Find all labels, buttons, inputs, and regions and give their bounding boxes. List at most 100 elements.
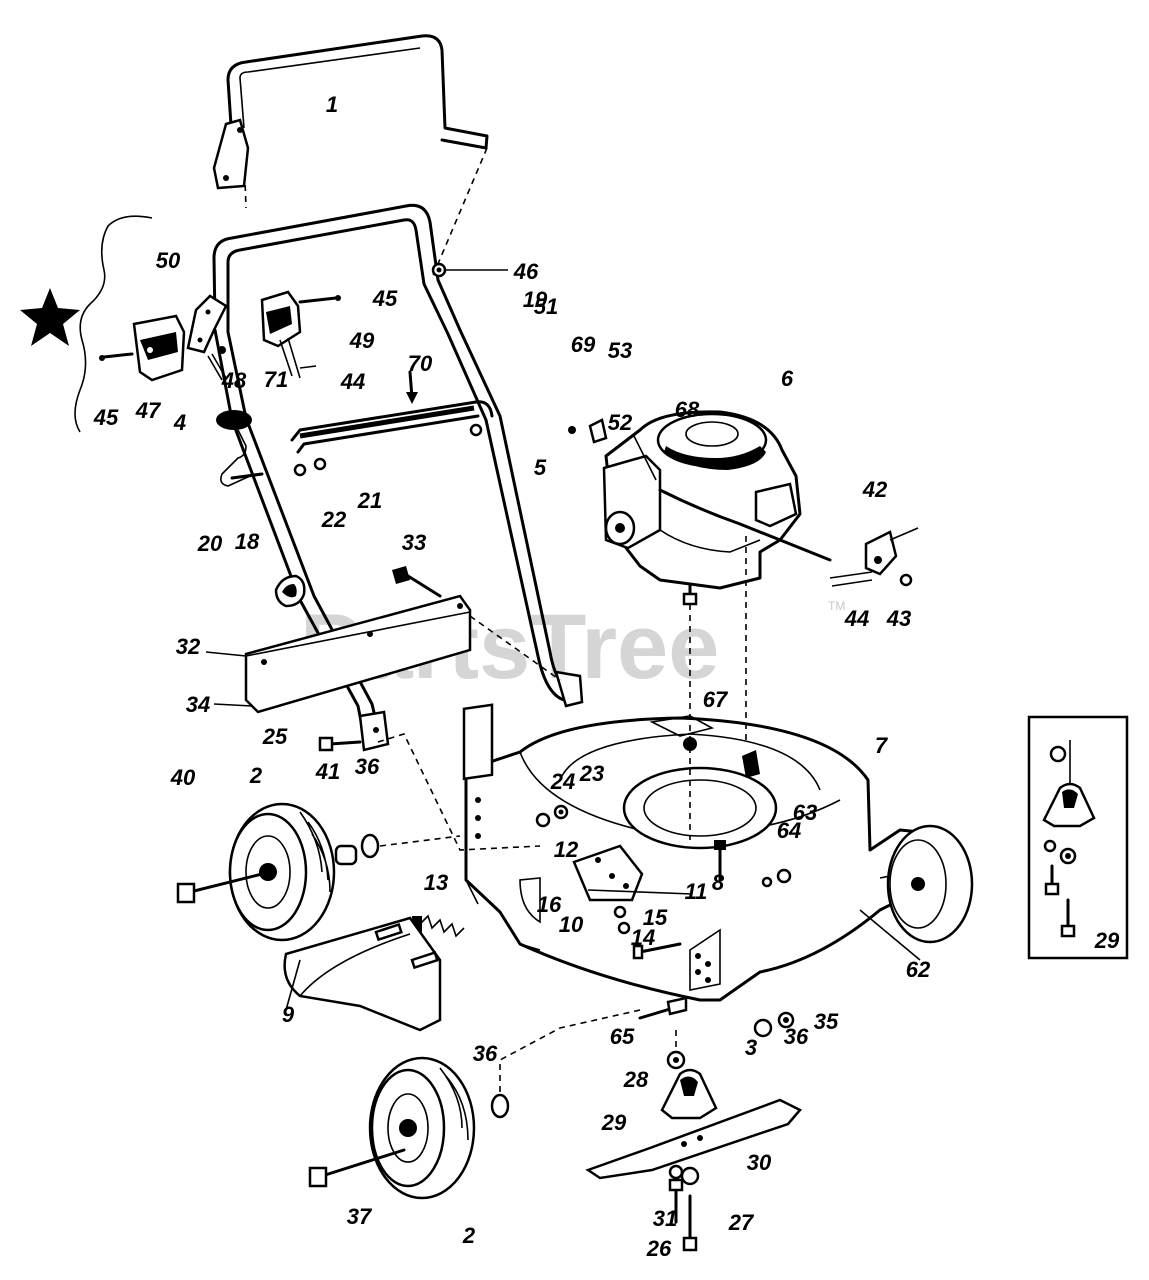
washer-part-30[interactable]	[680, 1166, 700, 1186]
part-label-36c[interactable]: 36	[473, 1041, 498, 1066]
part-label-14[interactable]: 14	[631, 925, 655, 950]
part-label-2a[interactable]: 2	[249, 763, 263, 788]
part-label-8[interactable]: 8	[712, 870, 725, 895]
part-label-20[interactable]: 20	[197, 531, 223, 556]
part-label-12[interactable]: 12	[554, 837, 579, 862]
part-label-19[interactable]: 19	[523, 287, 548, 312]
knob-part-20[interactable]	[216, 410, 264, 487]
part-label-43[interactable]: 43	[886, 606, 911, 631]
spring-part-4[interactable]	[207, 346, 227, 381]
spacer-part-41[interactable]	[334, 844, 358, 866]
part-label-11[interactable]: 11	[685, 879, 708, 904]
part-label-37[interactable]: 37	[347, 1204, 373, 1229]
part-label-48[interactable]: 48	[221, 368, 247, 393]
part-label-45b[interactable]: 45	[93, 405, 119, 430]
cable-part-44-upper[interactable]	[279, 337, 317, 379]
switch-box-part-47[interactable]	[132, 314, 186, 382]
screw-part-14[interactable]	[632, 942, 682, 960]
part-label-40[interactable]: 40	[170, 765, 196, 790]
spring-part-13[interactable]	[412, 914, 465, 938]
part-label-1[interactable]: 1	[326, 92, 338, 117]
part-label-5[interactable]: 5	[534, 455, 547, 480]
screw-part-69[interactable]	[568, 426, 576, 434]
part-label-53[interactable]: 53	[608, 338, 632, 363]
part-label-46[interactable]: 46	[513, 259, 539, 284]
part-label-34[interactable]: 34	[186, 692, 210, 717]
part-label-9[interactable]: 9	[282, 1002, 295, 1027]
part-label-68[interactable]: 68	[675, 397, 700, 422]
inset-box-part-29[interactable]	[1027, 715, 1129, 960]
part-label-10[interactable]: 10	[559, 912, 584, 937]
part-label-28[interactable]: 28	[623, 1067, 649, 1092]
washer-part-64[interactable]	[761, 876, 773, 888]
part-label-36a[interactable]: 36	[355, 754, 380, 779]
deck-part-7[interactable]	[462, 703, 942, 1002]
part-label-18[interactable]: 18	[235, 529, 260, 554]
engine-part-6[interactable]	[602, 410, 832, 606]
part-label-45a[interactable]: 45	[372, 286, 398, 311]
part-label-15[interactable]: 15	[643, 905, 668, 930]
upper-handle-part-1[interactable]	[212, 34, 489, 279]
deflector-part-9[interactable]	[283, 916, 442, 1032]
crossbar-part-70[interactable]	[290, 370, 494, 477]
bolt-part-33[interactable]	[392, 566, 442, 598]
part-label-47[interactable]: 47	[135, 398, 162, 423]
part-label-63[interactable]: 63	[793, 800, 817, 825]
part-label-62[interactable]: 62	[906, 957, 931, 982]
part-label-16[interactable]: 16	[537, 892, 562, 917]
part-label-3[interactable]: 3	[745, 1035, 757, 1060]
washer-part-36-front[interactable]	[490, 1093, 510, 1119]
lower-handle-part-51[interactable]	[212, 203, 584, 708]
part-label-69[interactable]: 69	[571, 332, 596, 357]
part-label-21[interactable]: 21	[357, 488, 382, 513]
part-label-33[interactable]: 33	[402, 530, 426, 555]
part-label-50[interactable]: 50	[156, 248, 181, 273]
part-label-52[interactable]: 52	[608, 410, 633, 435]
bolt-part-25[interactable]	[318, 736, 362, 752]
nut-part-28[interactable]	[666, 1050, 686, 1070]
part-label-51[interactable]: 51	[534, 294, 558, 319]
part-label-42[interactable]: 42	[862, 477, 888, 502]
part-label-70[interactable]: 70	[408, 351, 433, 376]
washer-part-36-rear[interactable]	[360, 833, 380, 859]
axle-bolt-part-40[interactable]	[176, 872, 264, 904]
wheel-part-2-rear[interactable]	[228, 802, 336, 942]
screw-part-45-left[interactable]	[99, 352, 134, 361]
axle-bolt-part-37[interactable]	[308, 1148, 406, 1188]
bolt-part-27[interactable]	[682, 1194, 698, 1252]
hinge-bracket-part-12[interactable]	[572, 844, 644, 902]
part-label-30[interactable]: 30	[747, 1150, 772, 1175]
nut-part-63[interactable]	[776, 868, 792, 884]
part-label-6[interactable]: 6	[781, 366, 794, 391]
switch-part-49[interactable]	[260, 290, 341, 348]
spring-part-15[interactable]	[613, 905, 631, 935]
part-label-22[interactable]: 22	[321, 507, 347, 532]
bolt-part-65[interactable]	[638, 996, 688, 1020]
part-label-29b[interactable]: 29	[601, 1110, 627, 1135]
part-label-64[interactable]: 64	[777, 818, 801, 843]
blade-part-3[interactable]	[585, 1098, 802, 1180]
part-label-31[interactable]: 31	[653, 1206, 677, 1231]
part-label-71[interactable]: 71	[264, 367, 288, 392]
nut-part-24[interactable]	[535, 812, 551, 828]
part-label-24[interactable]: 24	[550, 769, 575, 794]
part-label-44b[interactable]: 44	[844, 606, 869, 631]
part-label-27[interactable]: 27	[728, 1210, 755, 1235]
part-label-49[interactable]: 49	[349, 328, 375, 353]
nut-part-46[interactable]	[431, 262, 508, 278]
part-label-65[interactable]: 65	[610, 1024, 635, 1049]
bolt-part-26[interactable]	[668, 1178, 684, 1224]
throttle-control-part-42[interactable]	[864, 527, 919, 576]
part-label-35[interactable]: 35	[814, 1009, 839, 1034]
part-label-44a[interactable]: 44	[340, 369, 365, 394]
control-bracket-part-50[interactable]	[186, 294, 228, 354]
part-label-26[interactable]: 26	[646, 1236, 672, 1261]
cable-part-44-lower[interactable]	[829, 571, 873, 587]
nut-part-23[interactable]	[553, 804, 569, 820]
washer-part-36-right[interactable]	[753, 1018, 773, 1038]
nut-part-35[interactable]	[777, 1011, 795, 1029]
bolt-part-8[interactable]	[714, 840, 726, 882]
washer-part-31[interactable]	[668, 1164, 684, 1180]
part-label-23[interactable]: 23	[579, 761, 604, 786]
part-label-36b[interactable]: 36	[784, 1024, 809, 1049]
